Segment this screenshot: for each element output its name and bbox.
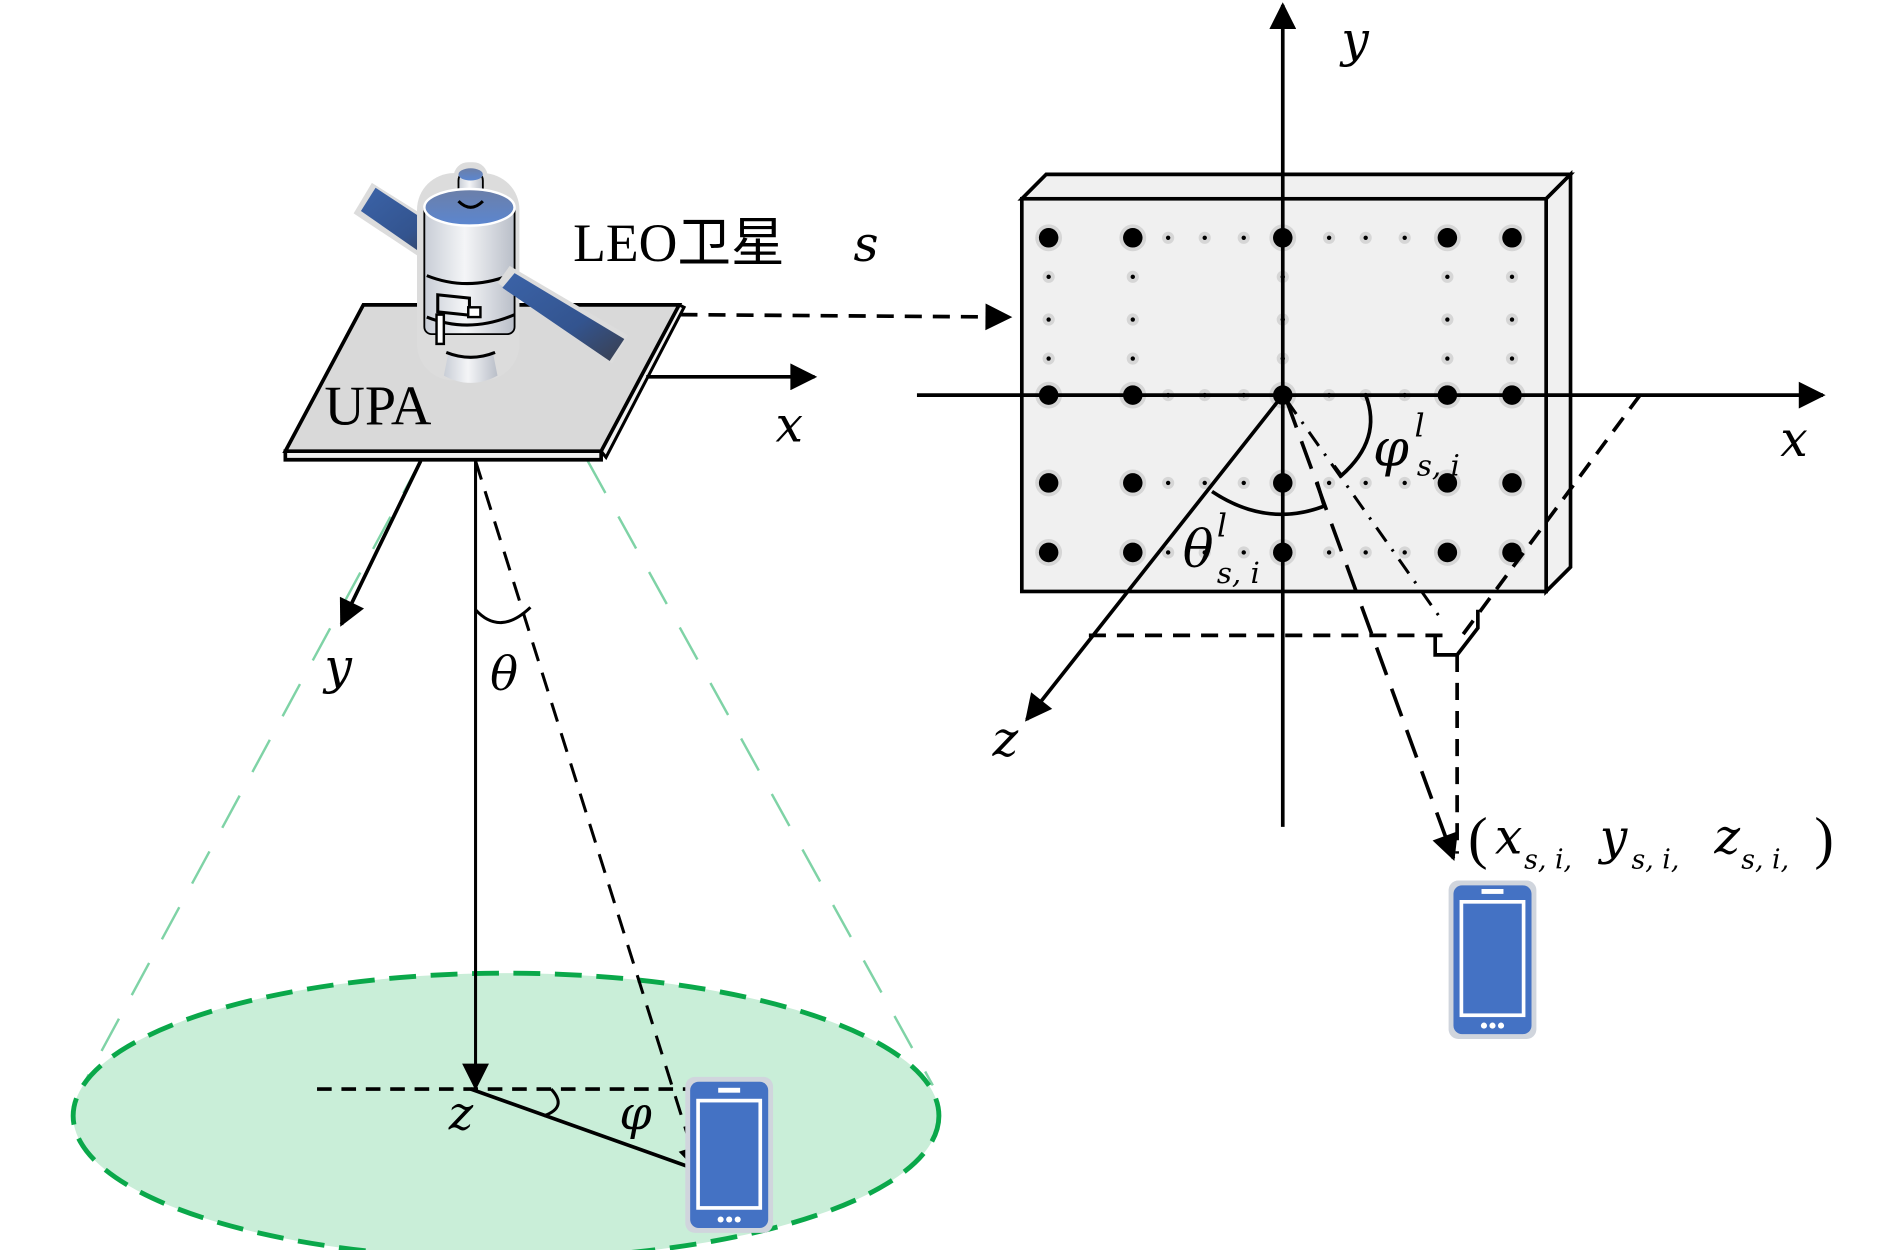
coord-open-paren: ( [1468, 805, 1487, 870]
antenna-element-major [1038, 542, 1059, 563]
antenna-element-major [1123, 228, 1143, 248]
antenna-element-minor [1326, 235, 1332, 240]
antenna-element-major [1437, 473, 1458, 493]
theta-l-superscript: l [1217, 509, 1227, 545]
projection-dashdot-line [1285, 399, 1441, 617]
antenna-element-minor [1165, 480, 1171, 486]
antenna-element-major [1123, 473, 1143, 493]
antenna-element-minor [1363, 480, 1368, 486]
antenna-element-minor [1046, 356, 1051, 361]
phi-arc [543, 1087, 560, 1118]
zoom-reference-arrow [680, 303, 1013, 331]
upa-board [1017, 169, 1575, 596]
coord-x: x [1495, 809, 1523, 866]
upa-label: UPA [324, 375, 432, 437]
antenna-element-minor [1165, 235, 1171, 240]
left-y-axis [339, 460, 423, 627]
theta-arc [474, 606, 532, 625]
antenna-element-minor [1130, 274, 1135, 280]
coverage-cone-right-edge [586, 460, 934, 1086]
coord-y-subscript: s, i, [1631, 844, 1679, 875]
right-z-axis-label: z [992, 711, 1019, 768]
antenna-element-major [1502, 473, 1522, 493]
coord-x-subscript: s, i, [1524, 844, 1572, 875]
left-z-label: z [448, 1086, 474, 1140]
coord-z: z [1713, 809, 1740, 866]
antenna-element-minor [1202, 480, 1207, 486]
antenna-element-minor [1241, 480, 1246, 486]
right-angle-marker [1433, 609, 1480, 657]
antenna-element-minor [1509, 317, 1515, 322]
antenna-element-minor [1046, 274, 1051, 280]
theta-l-subscript: s, i [1217, 556, 1260, 590]
antenna-element-minor [1445, 356, 1450, 361]
coord-z-subscript: s, i, [1741, 844, 1789, 875]
phi-label: φ [619, 1086, 652, 1140]
theta-l-arc [1211, 481, 1327, 517]
user-direction-line [1284, 399, 1458, 862]
satellite-symbol: s [854, 216, 879, 273]
antenna-element-minor [1402, 235, 1407, 240]
antenna-element-major [1502, 542, 1522, 563]
right-scene: y x z θ l s, i φ l s, i ( x s, i, y s, [916, 2, 1834, 1040]
phi-l-superscript: l [1414, 409, 1424, 445]
antenna-element-minor [1130, 356, 1135, 361]
theta-label: θ [490, 647, 518, 701]
antenna-element-major [1502, 228, 1522, 248]
antenna-element-minor [1326, 480, 1332, 486]
antenna-element-major [1123, 542, 1143, 563]
antenna-elements [1035, 224, 1526, 566]
antenna-element-minor [1445, 317, 1450, 322]
antenna-element-major [1437, 228, 1458, 248]
user-coordinate-label: ( x s, i, y s, i, z s, i, ) [1468, 805, 1834, 875]
coord-close-paren: ) [1814, 805, 1833, 870]
phi-l-label: φ [1373, 419, 1409, 479]
antenna-element-major [1038, 228, 1059, 248]
antenna-element-minor [1241, 550, 1246, 555]
antenna-element-minor [1202, 235, 1207, 240]
phi-l-subscript: s, i [1417, 449, 1460, 483]
phone-icon [1448, 880, 1537, 1040]
antenna-element-minor [1165, 550, 1171, 555]
antenna-element-minor [1402, 550, 1407, 555]
coord-y: y [1598, 809, 1629, 866]
antenna-element-minor [1509, 356, 1515, 361]
coverage-area [70, 970, 942, 1250]
antenna-element-minor [1509, 274, 1515, 280]
antenna-element-minor [1445, 274, 1450, 280]
satellite-icon [353, 162, 628, 383]
left-y-axis-label: y [322, 638, 353, 695]
coverage-cone-left-edge [81, 460, 422, 1086]
projection-diagonal [1461, 394, 1642, 636]
left-scene: LEO卫星 s UPA x y θ z φ [70, 162, 1013, 1250]
antenna-element-minor [1202, 550, 1207, 555]
antenna-element-minor [1241, 235, 1246, 240]
antenna-element-minor [1402, 480, 1407, 486]
antenna-element-major [1437, 542, 1458, 563]
theta-l-symbol: θ [1183, 520, 1214, 580]
theta-l-label: θ [1183, 520, 1214, 580]
antenna-element-major [1038, 473, 1059, 493]
ground-projection-line [470, 1087, 701, 1173]
beam-direction-line [474, 460, 705, 1174]
right-x-axis-label: x [1780, 411, 1808, 468]
phone-icon [685, 1076, 774, 1233]
left-x-axis-label: x [776, 396, 804, 453]
antenna-element-minor [1130, 317, 1135, 322]
antenna-element-minor [1326, 550, 1332, 555]
satellite-label: LEO卫星 [573, 213, 785, 273]
right-y-axis-label: y [1339, 11, 1370, 68]
antenna-element-minor [1363, 550, 1368, 555]
antenna-element-minor [1363, 235, 1368, 240]
right-z-axis [1025, 393, 1285, 722]
phi-l-arc [1332, 394, 1373, 479]
antenna-element-minor [1046, 317, 1051, 322]
